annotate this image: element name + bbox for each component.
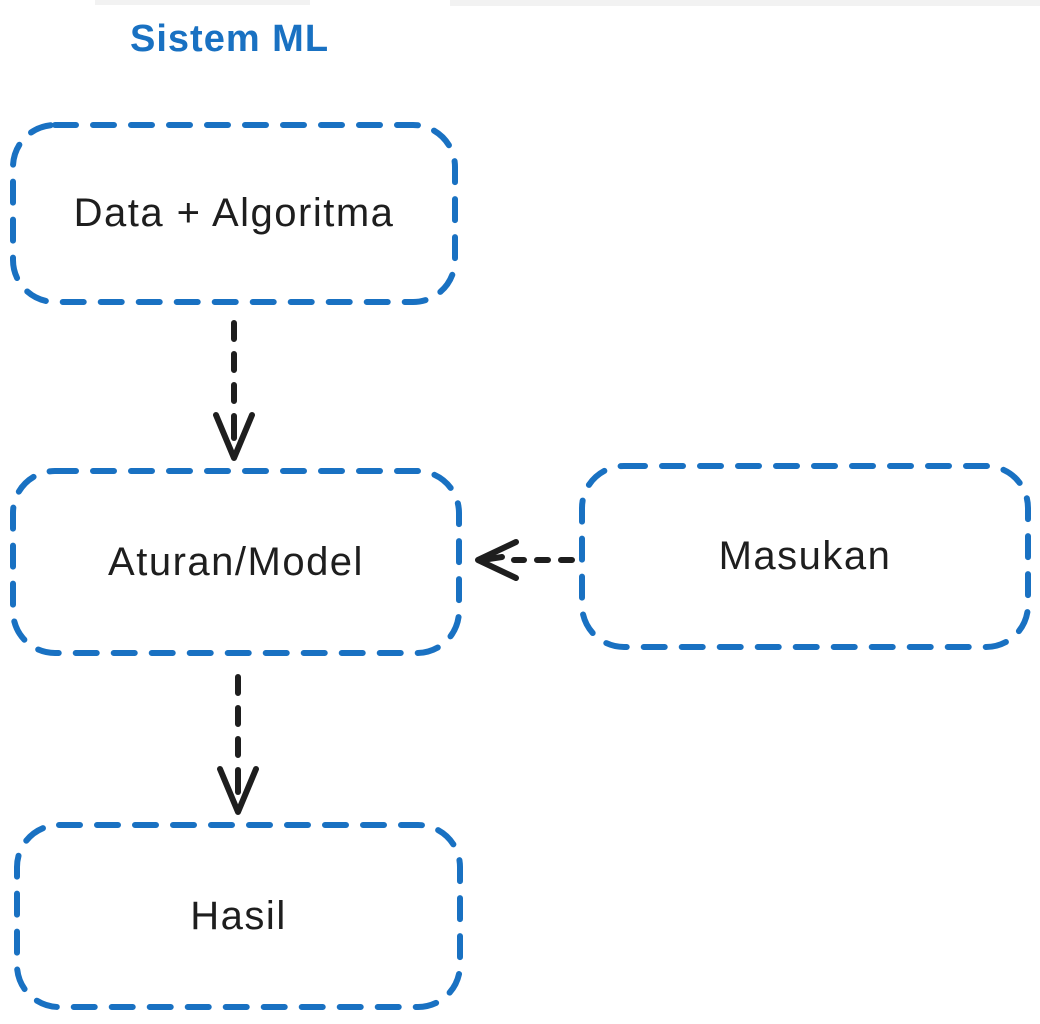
node-data-algoritma: Data + Algoritma	[8, 120, 460, 307]
dashed-box-border	[10, 468, 462, 656]
arrow-down-aturan-to-hasil-icon	[217, 674, 259, 815]
arrow-left-masukan-to-aturan-icon	[475, 539, 575, 581]
dashed-box-border	[10, 122, 458, 305]
node-label-hasil: Hasil	[190, 893, 287, 938]
node-label-data-algoritma: Data + Algoritma	[73, 191, 395, 235]
top-crop-artifact	[450, 0, 1040, 6]
dashed-box-border	[14, 822, 463, 1010]
node-masukan: Masukan	[577, 461, 1033, 652]
node-hasil: Hasil	[12, 820, 465, 1012]
top-crop-artifact	[95, 0, 310, 5]
node-label-masukan: Masukan	[718, 534, 892, 578]
dashed-box-border	[579, 463, 1031, 650]
arrow-down-data-to-aturan-icon	[213, 320, 255, 461]
node-label-aturan-model: Aturan/Model	[108, 539, 364, 584]
diagram-title: Sistem ML	[130, 18, 330, 60]
node-aturan-model: Aturan/Model	[8, 466, 464, 658]
